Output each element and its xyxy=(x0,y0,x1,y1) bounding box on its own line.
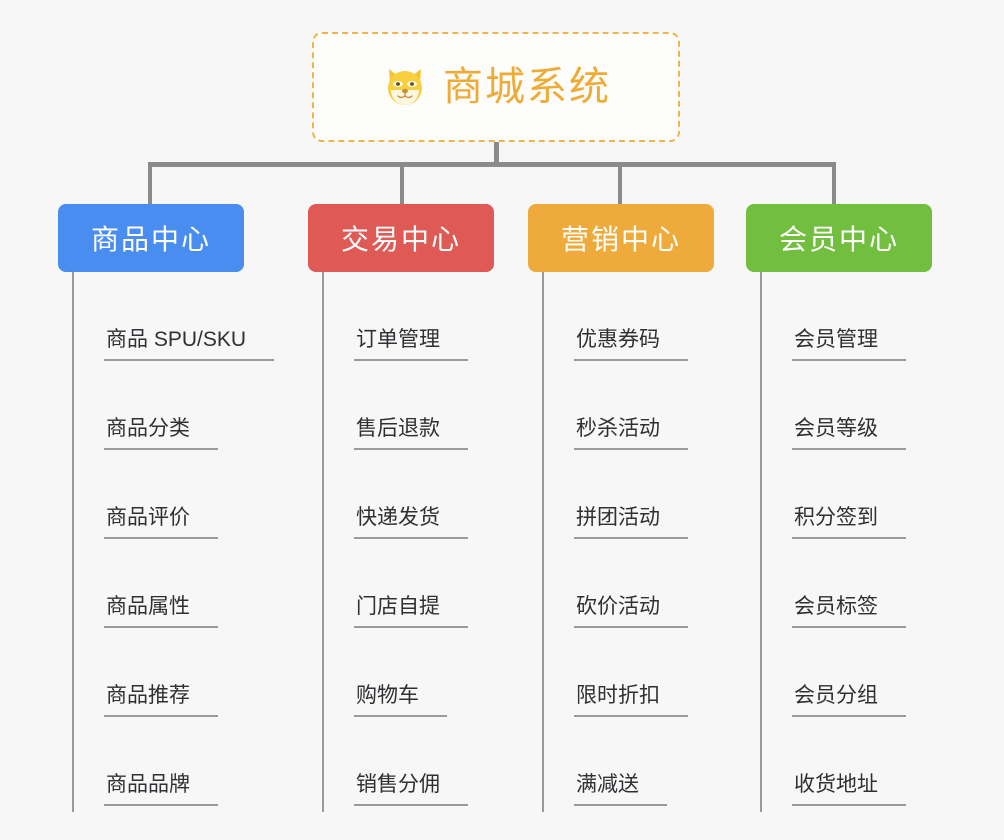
leaf-label: 砍价活动 xyxy=(574,595,688,628)
list-item[interactable]: 秒杀活动 xyxy=(544,367,750,456)
list-item[interactable]: 商品分类 xyxy=(74,367,280,456)
list-item[interactable]: 快递发货 xyxy=(324,456,530,545)
connector-drop-4 xyxy=(832,162,836,206)
list-item[interactable]: 会员等级 xyxy=(762,367,968,456)
leaf-label: 限时折扣 xyxy=(574,684,688,717)
leaf-list-0: 商品 SPU/SKU 商品分类 商品评价 商品属性 商品推荐 商品品牌 xyxy=(72,272,280,812)
list-item[interactable]: 售后退款 xyxy=(324,367,530,456)
list-item[interactable]: 订单管理 xyxy=(324,278,530,367)
connector-drop-1 xyxy=(148,162,152,206)
leaf-list-3: 会员管理 会员等级 积分签到 会员标签 会员分组 收货地址 xyxy=(760,272,968,812)
category-header-2[interactable]: 营销中心 xyxy=(528,204,714,272)
leaf-label: 会员管理 xyxy=(792,328,906,361)
category-header-1[interactable]: 交易中心 xyxy=(308,204,494,272)
category-label-0: 商品中心 xyxy=(90,224,211,255)
leaf-label: 商品分类 xyxy=(104,417,218,450)
branch-column-2: 营销中心 优惠券码 秒杀活动 拼团活动 砍价活动 限时折扣 满减送 xyxy=(528,204,750,812)
leaf-label: 积分签到 xyxy=(792,506,906,539)
leaf-label: 商品品牌 xyxy=(104,773,218,806)
leaf-label: 商品 SPU/SKU xyxy=(104,328,275,361)
branch-column-3: 会员中心 会员管理 会员等级 积分签到 会员标签 会员分组 收货地址 xyxy=(746,204,968,812)
shiba-dog-face-icon xyxy=(381,63,429,111)
category-label-2: 营销中心 xyxy=(560,224,681,255)
branch-column-1: 交易中心 订单管理 售后退款 快递发货 门店自提 购物车 销售分佣 xyxy=(308,204,530,812)
list-item[interactable]: 商品评价 xyxy=(74,456,280,545)
list-item[interactable]: 限时折扣 xyxy=(544,634,750,723)
list-item[interactable]: 商品属性 xyxy=(74,545,280,634)
list-item[interactable]: 优惠券码 xyxy=(544,278,750,367)
list-item[interactable]: 门店自提 xyxy=(324,545,530,634)
leaf-label: 满减送 xyxy=(574,773,667,806)
leaf-list-2: 优惠券码 秒杀活动 拼团活动 砍价活动 限时折扣 满减送 xyxy=(542,272,750,812)
connector-drop-2 xyxy=(400,162,404,206)
list-item[interactable]: 商品 SPU/SKU xyxy=(74,278,280,367)
leaf-label: 会员分组 xyxy=(792,684,906,717)
category-header-3[interactable]: 会员中心 xyxy=(746,204,932,272)
list-item[interactable]: 商品品牌 xyxy=(74,723,280,812)
list-item[interactable]: 收货地址 xyxy=(762,723,968,812)
leaf-label: 销售分佣 xyxy=(354,773,468,806)
leaf-label: 商品属性 xyxy=(104,595,218,628)
connector-root-stem xyxy=(494,142,499,166)
list-item[interactable]: 满减送 xyxy=(544,723,750,812)
root-title: 商城系统 xyxy=(443,65,611,109)
leaf-label: 收货地址 xyxy=(792,773,906,806)
root-node[interactable]: 商城系统 xyxy=(312,32,680,142)
category-header-0[interactable]: 商品中心 xyxy=(58,204,244,272)
leaf-label: 快递发货 xyxy=(354,506,468,539)
list-item[interactable]: 商品推荐 xyxy=(74,634,280,723)
list-item[interactable]: 拼团活动 xyxy=(544,456,750,545)
list-item[interactable]: 砍价活动 xyxy=(544,545,750,634)
leaf-label: 秒杀活动 xyxy=(574,417,688,450)
connector-horizontal-bus xyxy=(148,162,836,167)
leaf-label: 会员等级 xyxy=(792,417,906,450)
branch-column-0: 商品中心 商品 SPU/SKU 商品分类 商品评价 商品属性 商品推荐 商品品牌 xyxy=(58,204,280,812)
leaf-label: 售后退款 xyxy=(354,417,468,450)
leaf-list-1: 订单管理 售后退款 快递发货 门店自提 购物车 销售分佣 xyxy=(322,272,530,812)
category-label-1: 交易中心 xyxy=(340,224,461,255)
list-item[interactable]: 会员管理 xyxy=(762,278,968,367)
leaf-label: 商品推荐 xyxy=(104,684,218,717)
list-item[interactable]: 会员标签 xyxy=(762,545,968,634)
list-item[interactable]: 会员分组 xyxy=(762,634,968,723)
category-label-3: 会员中心 xyxy=(778,224,899,255)
leaf-label: 订单管理 xyxy=(354,328,468,361)
leaf-label: 拼团活动 xyxy=(574,506,688,539)
leaf-label: 门店自提 xyxy=(354,595,468,628)
connector-drop-3 xyxy=(618,162,622,206)
leaf-label: 优惠券码 xyxy=(574,328,688,361)
leaf-label: 购物车 xyxy=(354,684,447,717)
leaf-label: 会员标签 xyxy=(792,595,906,628)
list-item[interactable]: 积分签到 xyxy=(762,456,968,545)
leaf-label: 商品评价 xyxy=(104,506,218,539)
list-item[interactable]: 购物车 xyxy=(324,634,530,723)
list-item[interactable]: 销售分佣 xyxy=(324,723,530,812)
